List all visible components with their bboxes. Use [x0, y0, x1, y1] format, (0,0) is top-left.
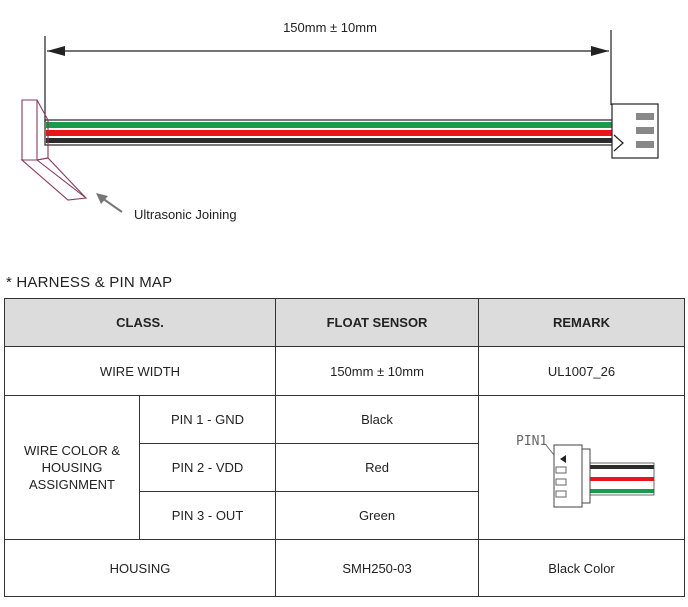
connector-remark-cell: PIN1 [478, 395, 686, 540]
harness-diagram: 150mm ± 10mm Ultrasonic Joining [20, 20, 659, 222]
callout-label: Ultrasonic Joining [134, 207, 237, 222]
mini-back [581, 448, 591, 503]
pin1-label: PIN1 [516, 434, 547, 449]
pin-color: Red [275, 443, 480, 492]
wire-red [46, 130, 612, 136]
pin-label: PIN 3 - OUT [138, 491, 277, 540]
group-label-line: WIRE COLOR & [23, 443, 121, 458]
callout-arrow [101, 197, 123, 213]
pin1-marker [559, 454, 566, 463]
mini-connector-drawing: PIN1 [516, 434, 654, 507]
header-class: CLASS. [3, 298, 277, 347]
pin-color: Green [275, 491, 480, 540]
table-row: PIN 2 - VDD Red [5, 443, 685, 492]
mini-wire-green [589, 488, 654, 493]
housing-remark: Black Color [478, 539, 686, 597]
callout-arrowhead [96, 193, 108, 204]
wire-color-group-label: WIRE COLOR & HOUSING ASSIGNMENT [4, 395, 140, 540]
pin-color: Black [275, 395, 480, 444]
connector-contact [636, 113, 654, 120]
header-remark: REMARK [478, 298, 686, 347]
mini-contact [555, 466, 567, 473]
table-header-row: CLASS. FLOAT SENSOR REMARK [3, 298, 686, 347]
housing-value: SMH250-03 [275, 539, 480, 597]
wire-width-label: WIRE WIDTH [3, 346, 277, 396]
pin1-leader [545, 444, 554, 455]
mini-contact [555, 490, 567, 497]
group-label-line: ASSIGNMENT [29, 477, 115, 492]
harness-pin-map-title: * HARNESS & PIN MAP [6, 274, 173, 291]
pin-label: PIN 2 - VDD [138, 443, 277, 492]
header-float-sensor: FLOAT SENSOR [275, 298, 480, 347]
mini-contact [555, 478, 567, 485]
table-row: WIRE COLOR & HOUSING ASSIGNMENT PIN 1 - … [4, 395, 686, 540]
group-label-line: HOUSING [41, 460, 103, 475]
mini-housing [553, 444, 583, 507]
housing-label: HOUSING [3, 539, 277, 597]
harness-pin-map-table: CLASS. FLOAT SENSOR REMARK WIRE WIDTH 15… [3, 298, 686, 597]
dimension-arrow-left [47, 46, 65, 56]
mini-wire-red [589, 476, 654, 481]
wire-width-value: 150mm ± 10mm [275, 346, 480, 396]
wire-black [46, 138, 612, 143]
connector-contact [636, 141, 654, 148]
ultrasonic-joint [20, 99, 88, 201]
mini-wire-outline [589, 462, 654, 495]
dimension-arrow-right [591, 46, 609, 56]
dimension-label: 150mm ± 10mm [283, 20, 377, 35]
mini-wire-black [589, 464, 654, 469]
table-row: WIRE WIDTH 150mm ± 10mm UL1007_26 [3, 346, 686, 396]
pin-label: PIN 1 - GND [138, 395, 277, 444]
wire-width-remark: UL1007_26 [478, 346, 686, 396]
connector-contact [636, 127, 654, 134]
table-row: HOUSING SMH250-03 Black Color [3, 539, 686, 597]
connector-housing [611, 103, 659, 159]
wire-green [46, 122, 612, 128]
